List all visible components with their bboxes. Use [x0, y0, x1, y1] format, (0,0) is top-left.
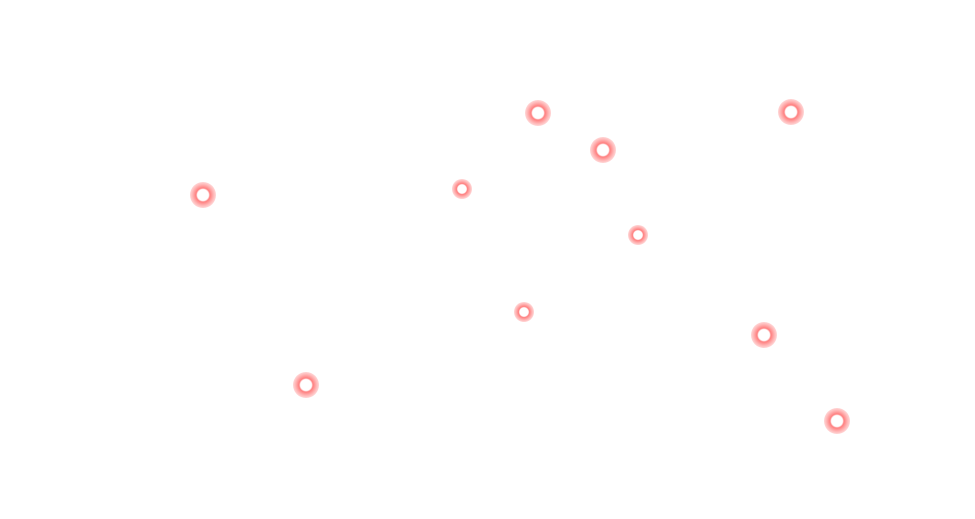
- glow-dot-1: [525, 100, 551, 126]
- glow-dot-6: [628, 225, 648, 245]
- glow-dot-10: [824, 408, 850, 434]
- glow-dot-7: [514, 302, 534, 322]
- glow-dot-2: [778, 99, 804, 125]
- glow-dot-3: [590, 137, 616, 163]
- glow-dot-9: [293, 372, 319, 398]
- glow-dot-4: [190, 182, 216, 208]
- glow-dot-5: [452, 179, 472, 199]
- glow-dot-8: [751, 322, 777, 348]
